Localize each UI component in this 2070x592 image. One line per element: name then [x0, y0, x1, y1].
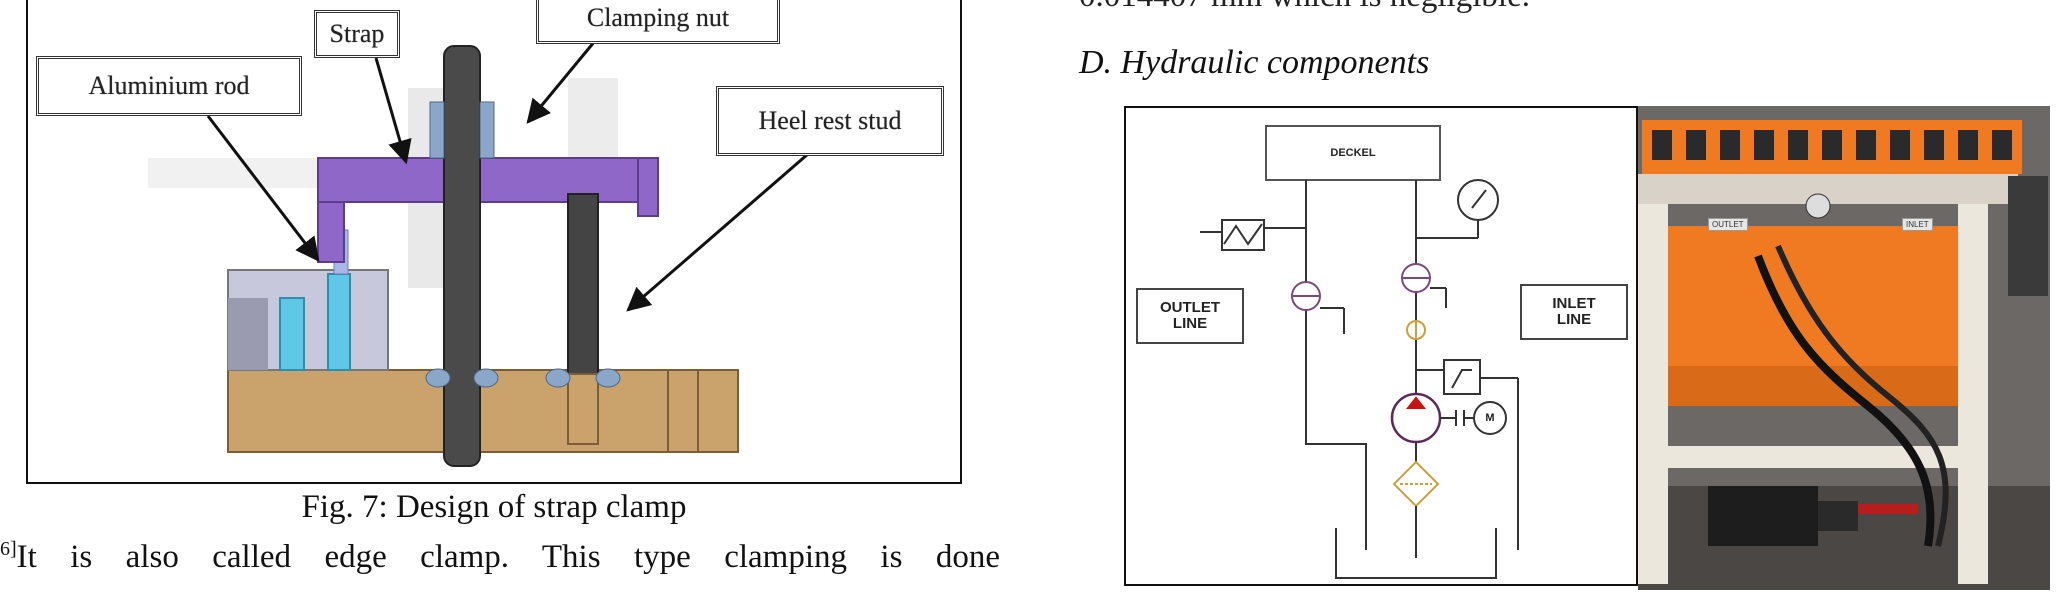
body-text: It is also called edge clamp. This type … — [16, 539, 1000, 575]
hydraulic-schematic-drawing — [1200, 125, 1519, 579]
rod-leader-arrow — [206, 115, 320, 262]
aluminium-rod — [327, 273, 351, 371]
aluminium-rod — [279, 297, 305, 371]
outlet-tag: OUTLET — [1708, 218, 1748, 231]
strap — [317, 157, 659, 203]
aluminium-rod-label: Aluminium rod — [36, 56, 302, 116]
strap-clamp-figure: Strap Clamping nut Aluminium rod Heel re… — [26, 0, 962, 484]
nut-leader-arrow — [526, 29, 606, 124]
hydraulic-schematic: DECKEL OUTLET LINE INLET LINE M — [1124, 106, 1638, 586]
clamping-stud — [443, 45, 481, 467]
heel-rest-stud — [567, 193, 599, 375]
section-heading: D. Hydraulic components — [1079, 44, 1430, 81]
outlet-line-label-2: LINE — [1172, 315, 1208, 332]
inlet-tag: INLET — [1902, 218, 1933, 231]
outlet-line-box: OUTLET LINE — [1136, 288, 1244, 344]
body-paragraph-line: 6]It is also called edge clamp. This typ… — [0, 538, 1000, 576]
inlet-line-label-2: LINE — [1556, 311, 1592, 328]
outlet-line-label-1: OUTLET — [1160, 298, 1220, 316]
figure-7-caption: Fig. 7: Design of strap clamp — [301, 489, 687, 525]
stud-leader-arrow — [626, 152, 809, 312]
hydraulic-unit-photo: OUTLET INLET — [1638, 106, 2050, 590]
deckel-label: DECKEL — [1330, 146, 1376, 159]
strap-label: Strap — [314, 10, 400, 58]
hydraulic-unit-illustration — [1638, 106, 2050, 590]
strap-clamp-drawing — [148, 29, 809, 467]
strap-leader-arrow — [374, 57, 412, 165]
inlet-line-label-1: INLET — [1552, 294, 1596, 312]
clamping-nut-label: Clamping nut — [536, 0, 780, 44]
inlet-line-box: INLET LINE — [1520, 284, 1628, 340]
motor-label: M — [1485, 411, 1495, 424]
heel-rest-stud-label: Heel rest stud — [716, 86, 944, 156]
reference-marker: 6] — [0, 538, 17, 560]
clipped-previous-line: 0.014407 mm which is negligible. — [1079, 0, 1530, 15]
